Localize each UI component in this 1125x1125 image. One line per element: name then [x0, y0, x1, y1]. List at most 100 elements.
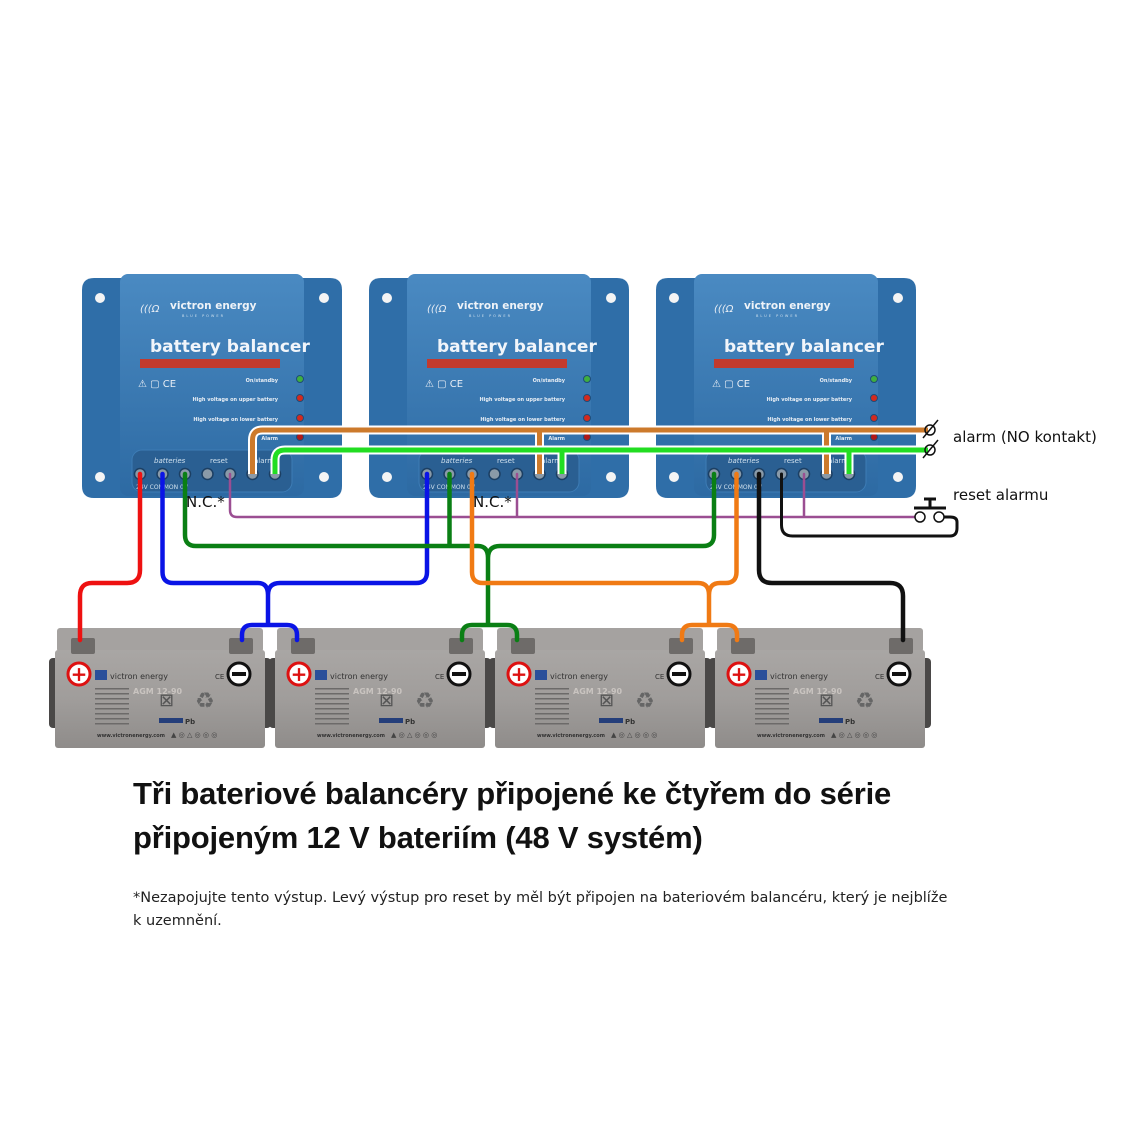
label-text-line: [755, 713, 789, 715]
brand-subtext: BLUE POWER: [182, 314, 225, 318]
battery-lid: [497, 628, 703, 652]
led-label: High voltage on upper battery: [766, 397, 852, 403]
recycle-icon: ♻: [635, 689, 655, 714]
label-text-line: [755, 703, 789, 705]
pb-mark: Pb: [405, 718, 415, 726]
safety-icons: ▲ ◎ △ ◎ ◎ ◎: [611, 731, 657, 739]
pb-bar: [159, 718, 183, 723]
victron-logo-icon: (((Ω: [427, 304, 447, 315]
label-text-line: [95, 713, 129, 715]
label-text-line: [755, 723, 789, 725]
label-text-line: [535, 698, 569, 700]
ce-mark: CE: [435, 673, 444, 681]
battery-lid: [717, 628, 923, 652]
battery-model: AGM 12-90: [133, 687, 183, 696]
red-stripe: [140, 359, 280, 368]
label-text-line: [755, 708, 789, 710]
mounting-hole: [606, 293, 616, 303]
terminal-group-reset: reset: [784, 457, 802, 465]
battery-website: www.victronenergy.com: [537, 733, 605, 739]
plus-sign: +: [731, 662, 748, 686]
certification-marks: ⚠ ▢ CE: [712, 379, 750, 390]
wire-red: [77, 471, 143, 643]
label-text-line: [315, 713, 349, 715]
reset-wire: [228, 472, 920, 519]
led-label: On/standby: [820, 378, 853, 384]
product-name: battery balancer: [724, 337, 884, 357]
mounting-hole: [95, 472, 105, 482]
status-led: [583, 414, 591, 422]
terminal-group-batteries: batteries: [728, 457, 760, 465]
label-text-line: [315, 718, 349, 720]
mounting-hole: [669, 472, 679, 482]
pushbutton-contact-icon: [914, 511, 926, 523]
brand-text: victron energy: [457, 300, 544, 312]
product-name: battery balancer: [437, 337, 597, 357]
status-led: [296, 394, 304, 402]
battery-lid: [57, 628, 263, 652]
mounting-hole: [95, 293, 105, 303]
recycle-icon: ♻: [415, 689, 435, 714]
negative-post: [449, 638, 473, 654]
led-label: High voltage on lower battery: [193, 417, 278, 423]
label-text-line: [315, 723, 349, 725]
recycle-icon: ♻: [195, 689, 215, 714]
certification-marks: ⚠ ▢ CE: [425, 379, 463, 390]
footnote: *Nezapojujte tento výstup. Levý výstup p…: [133, 890, 948, 929]
safety-icons: ▲ ◎ △ ◎ ◎ ◎: [831, 731, 877, 739]
screw-terminal: [488, 467, 501, 481]
label-text-line: [95, 703, 129, 705]
status-led: [870, 414, 878, 422]
positive-post: [731, 638, 755, 654]
nc-label-1: N.C.*: [186, 493, 225, 511]
status-led: [296, 414, 304, 422]
led-label: Alarm: [835, 436, 852, 442]
led-label: On/standby: [533, 378, 566, 384]
pb-bar: [379, 718, 403, 723]
reset-return-wire: [780, 472, 959, 538]
ce-mark: CE: [875, 673, 884, 681]
terminal-group-batteries: batteries: [441, 457, 473, 465]
terminal-group-alarm: alarm: [254, 457, 274, 465]
diagram-title: Tři bateriové balancéry připojené ke čty…: [133, 776, 892, 855]
pb-bar: [819, 718, 843, 723]
label-text-line: [535, 718, 569, 720]
label-text-line: [755, 718, 789, 720]
status-led: [583, 433, 591, 441]
minus-sign: [672, 672, 686, 676]
label-text-line: [755, 698, 789, 700]
mounting-hole: [893, 293, 903, 303]
battery-website: www.victronenergy.com: [757, 733, 825, 739]
balancer-face: [694, 274, 878, 496]
brand-text: victron energy: [744, 300, 831, 312]
status-led: [583, 394, 591, 402]
label-text-line: [535, 713, 569, 715]
plus-sign: +: [71, 662, 88, 686]
battery-model: AGM 12-90: [573, 687, 623, 696]
plus-sign: +: [511, 662, 528, 686]
pb-bar: [599, 718, 623, 723]
label-text-line: [95, 723, 129, 725]
battery-brand: victron energy: [770, 672, 828, 681]
weee-bin-icon: ⊠: [159, 690, 174, 711]
label-text-line: [755, 688, 789, 690]
wire-black: [756, 471, 906, 643]
balancer-face: [407, 274, 591, 496]
alarm-label: alarm (NO kontakt): [953, 428, 1097, 446]
brand-text: victron energy: [170, 300, 257, 312]
terminal-group-alarm: alarm: [541, 457, 561, 465]
label-text-line: [535, 708, 569, 710]
certification-marks: ⚠ ▢ CE: [138, 379, 176, 390]
label-text-line: [315, 698, 349, 700]
battery-website: www.victronenergy.com: [97, 733, 165, 739]
minus-sign: [892, 672, 906, 676]
led-label: High voltage on lower battery: [767, 417, 852, 423]
label-text-line: [535, 693, 569, 695]
weee-bin-icon: ⊠: [599, 690, 614, 711]
negative-post: [229, 638, 253, 654]
victron-logo-icon: [95, 670, 107, 680]
led-label: High voltage on upper battery: [479, 397, 565, 403]
victron-logo-icon: [755, 670, 767, 680]
